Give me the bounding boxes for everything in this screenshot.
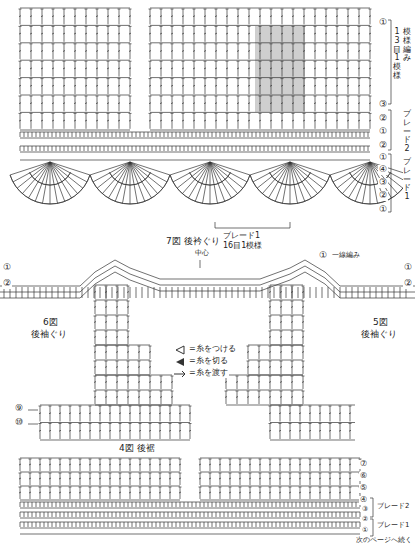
chart-label: ブレード1 [376, 522, 410, 530]
chart-label: ⑦ [359, 460, 368, 469]
chart-label: ① [2, 263, 12, 273]
chart-label: 13目1模様 [393, 28, 401, 81]
chart-label: ⑩ [14, 418, 24, 428]
chart-label: ブレード2 [403, 110, 411, 154]
chart-label: ① [361, 527, 369, 535]
chart-label: ④ [359, 496, 368, 505]
legend-symbols [174, 346, 185, 377]
legend-text: =糸を渡す [188, 369, 229, 378]
chart-label: ① [378, 18, 388, 28]
stitch-strokes [0, 8, 415, 536]
chart-label: ① [378, 153, 388, 163]
chart-label: ② [2, 279, 12, 289]
chart-label: ② [378, 114, 388, 124]
chart-label: 5図 [372, 318, 389, 328]
chart-label: ② [403, 279, 413, 289]
chart-label: ④ [378, 165, 388, 175]
filled-cell [255, 26, 305, 112]
chart-label: ② [378, 191, 388, 201]
chart-label: 6図 [42, 318, 59, 328]
chart-label: 後袖ぐり [30, 330, 68, 340]
chart-label: 模様編み [403, 28, 411, 63]
chart-label: ① [318, 251, 328, 261]
chart-label: ③ [378, 178, 388, 188]
chart-label: 中心 [194, 250, 210, 258]
chart-label: 16目1模様 [222, 242, 263, 251]
chart-label: 7図 後衿ぐり [165, 237, 221, 247]
legend-text: =糸をつける [188, 345, 237, 354]
chart-label: 4図 後裾 [118, 444, 156, 454]
chart-label: ① [378, 205, 388, 215]
chart-label: 一線編み [331, 252, 361, 260]
chart-label: ② [378, 141, 388, 151]
chart-label: ブレード1 [403, 158, 411, 202]
legend-text: =糸を切る [188, 357, 229, 366]
chart-label: ⑨ [14, 404, 24, 414]
chart-label: ⑤ [359, 484, 368, 493]
chart-label: ブレード2 [376, 503, 410, 511]
chart-label: ブレード1 [222, 232, 261, 241]
chart-label: ② [361, 516, 369, 524]
chart-label: ③ [378, 100, 388, 110]
chart-label: 次のページへ続く [355, 537, 413, 545]
chart-label: ③ [361, 506, 369, 514]
chart-label: ① [378, 127, 388, 137]
chart-label: ① [403, 263, 413, 273]
chart-label: ⑥ [359, 472, 368, 481]
chart-label: 後袖ぐり [360, 330, 398, 340]
